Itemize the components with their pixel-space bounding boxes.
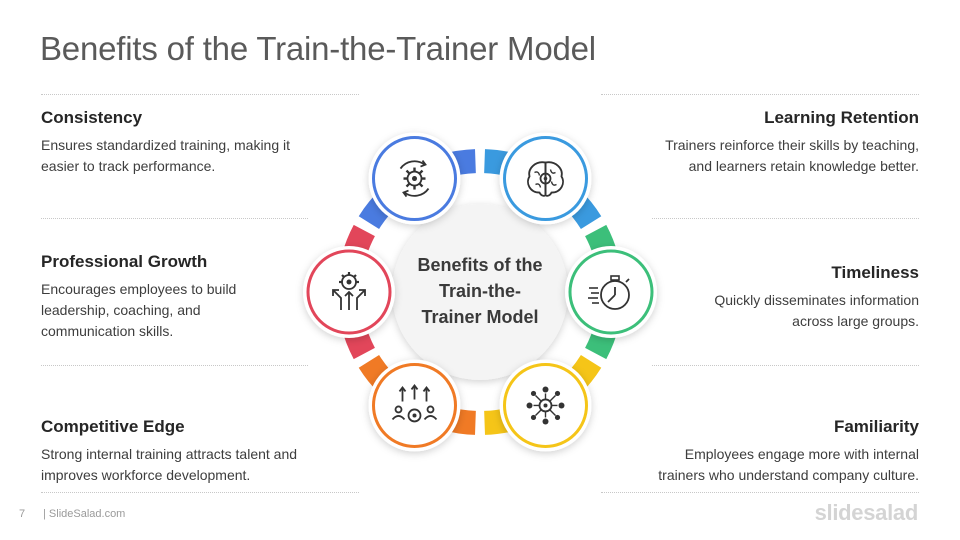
center-line: Train-the- <box>438 281 521 301</box>
desc-line: and learners retain knowledge better. <box>688 158 919 174</box>
benefit-title: Competitive Edge <box>41 417 185 436</box>
divider-left-bottom <box>41 492 359 493</box>
divider-left-mid1 <box>41 218 308 219</box>
benefit-description: Trainers reinforce their skills by teach… <box>619 135 919 177</box>
desc-line: Ensures standardized training, making it <box>41 137 291 153</box>
desc-line: easier to track performance. <box>41 158 216 174</box>
desc-line: Encourages employees to build <box>41 281 237 297</box>
divider-left-top <box>41 94 359 95</box>
benefit-title: Timeliness <box>831 263 919 282</box>
icon-badge-consistency <box>368 132 461 225</box>
divider-right-top <box>601 94 919 95</box>
divider-right-mid1 <box>652 218 919 219</box>
desc-line: Strong internal training attracts talent… <box>41 446 298 462</box>
center-line: Trainer Model <box>421 307 539 327</box>
benefit-title: Consistency <box>41 108 143 127</box>
icon-badge-familiarity <box>499 359 592 452</box>
slidesalad-logo: slidesalad <box>814 500 919 525</box>
icon-badge-ring <box>372 362 457 448</box>
gears-cycle-icon <box>399 160 430 198</box>
desc-line: trainers who understand company culture. <box>658 467 919 483</box>
icon-badge-competitive-edge <box>368 359 461 452</box>
divider-right-bottom <box>601 492 919 493</box>
divider-left-mid2 <box>41 365 308 366</box>
benefit-consistency: Consistency Ensures standardized trainin… <box>41 108 331 177</box>
benefit-title: Learning Retention <box>764 108 919 127</box>
desc-line: Employees engage more with internal <box>684 446 919 462</box>
icon-badge-professional-growth <box>303 246 395 338</box>
desc-line: Trainers reinforce their skills by teach… <box>665 137 919 153</box>
desc-line: improves workforce development. <box>41 467 251 483</box>
benefit-title: Familiarity <box>833 417 919 436</box>
divider-right-mid2 <box>652 365 919 366</box>
benefit-competitive-edge: Competitive Edge Strong internal trainin… <box>41 417 331 486</box>
fast-stopwatch-icon <box>588 275 630 310</box>
benefit-description: Encourages employees to build leadership… <box>41 279 331 342</box>
icon-badge-timeliness <box>565 246 657 338</box>
benefit-learning-retention: Learning Retention Trainers reinforce th… <box>619 108 919 177</box>
benefit-description: Quickly disseminates information across … <box>629 290 919 332</box>
benefit-description: Employees engage more with internal trai… <box>619 444 919 486</box>
center-label: Benefits of the Train-the- Trainer Model <box>400 252 560 330</box>
desc-line: across large groups. <box>792 313 919 329</box>
benefit-familiarity: Familiarity Employees engage more with i… <box>619 417 919 486</box>
team-network-gear-icon <box>526 386 565 425</box>
page-number: 7 <box>19 508 26 520</box>
benefit-description: Ensures standardized training, making it… <box>41 135 331 177</box>
slide-title: Benefits of the Train-the-Trainer Model <box>40 30 596 67</box>
icon-badge-learning-retention <box>499 132 592 225</box>
benefit-professional-growth: Professional Growth Encourages employees… <box>41 252 331 342</box>
center-circle <box>392 204 568 380</box>
people-growth-arrows-icon <box>391 383 438 423</box>
desc-line: leadership, coaching, and <box>41 302 201 318</box>
icon-badge-ring <box>568 249 654 335</box>
benefit-timeliness: Timeliness Quickly disseminates informat… <box>629 263 919 332</box>
benefit-description: Strong internal training attracts talent… <box>41 444 331 486</box>
gear-arrows-up-icon <box>332 272 366 310</box>
desc-line: communication skills. <box>41 323 174 339</box>
center-line: Benefits of the <box>417 255 543 275</box>
benefit-title: Professional Growth <box>41 252 208 271</box>
icon-circles <box>303 132 657 452</box>
brain-gear-icon <box>527 161 564 197</box>
source-text: | SlideSalad.com <box>43 508 126 520</box>
desc-line: Quickly disseminates information <box>714 292 919 308</box>
